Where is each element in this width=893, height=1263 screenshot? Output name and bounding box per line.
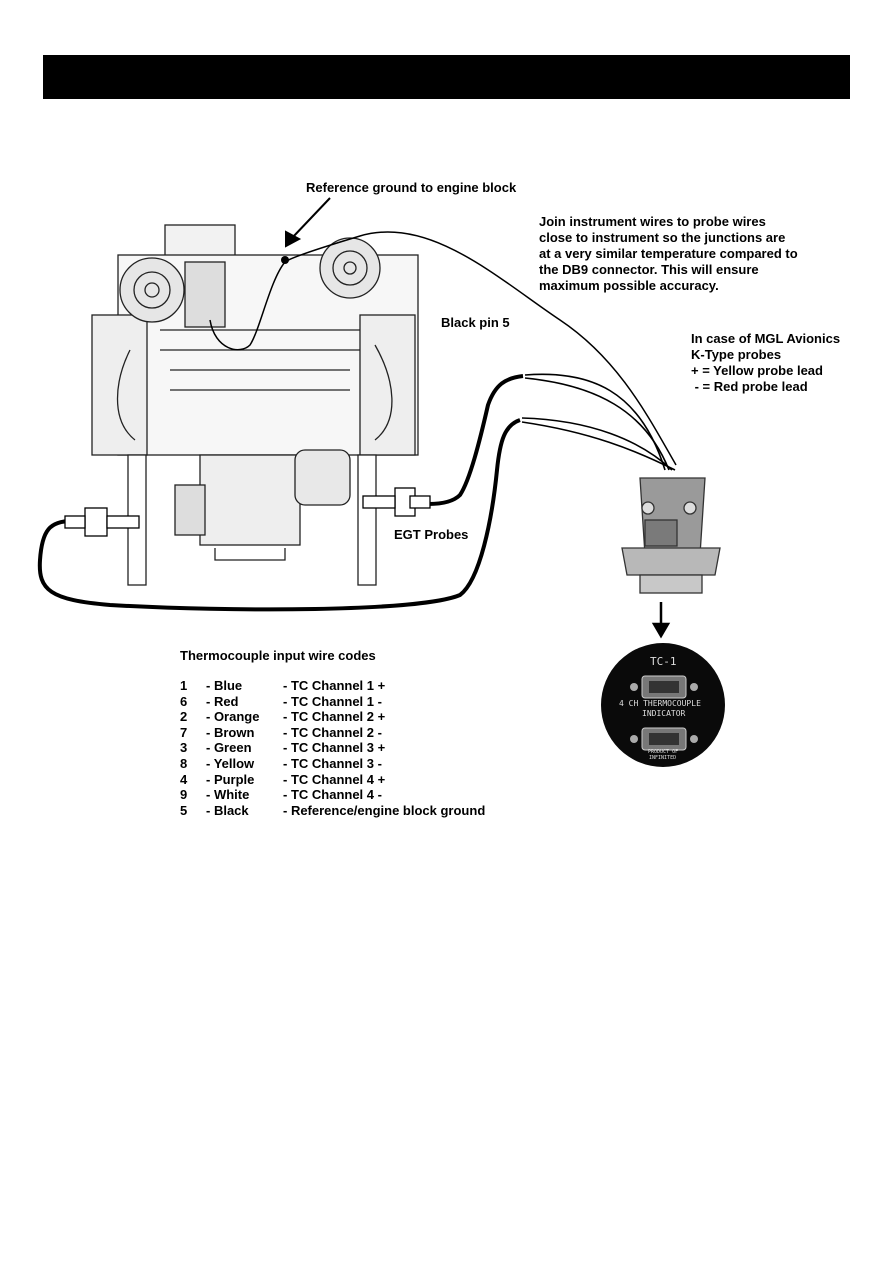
black-pin-label: Black pin 5 [441, 315, 510, 330]
wire-codes-title: Thermocouple input wire codes [180, 648, 376, 663]
instrument-line2: INDICATOR [642, 709, 686, 718]
header-bar [43, 55, 850, 99]
wire-color: - White [206, 787, 250, 803]
mgl-note-line: K-Type probes [691, 347, 782, 362]
tc1-instrument [601, 643, 725, 767]
junction-note-line: maximum possible accuracy. [539, 278, 719, 293]
wire-function: - TC Channel 2 - [283, 724, 382, 740]
wire-color: - Red [206, 693, 239, 709]
mgl-note-line: + = Yellow probe lead [691, 363, 823, 378]
mgl-note-line: - = Red probe lead [691, 379, 808, 394]
wire-color: - Blue [206, 678, 243, 693]
pin-number: 9 [180, 787, 188, 803]
junction-note-line: close to instrument so the junctions are [539, 230, 786, 245]
wire-function: - TC Channel 4 - [283, 787, 382, 803]
ground-wire [209, 231, 677, 466]
pin-number: 4 [180, 771, 188, 787]
reference-ground-label: Reference ground to engine block [306, 180, 517, 195]
wire-color: - Brown [206, 724, 255, 740]
wire-color: - Orange [206, 709, 260, 725]
egt-cables [37, 374, 524, 612]
pin-number: 6 [180, 693, 188, 709]
wire-function: - TC Channel 2 + [283, 709, 386, 725]
junction-note: Join instrument wires to probe wires clo… [539, 214, 798, 294]
probe-wires [521, 373, 676, 471]
wire-function: - TC Channel 1 + [283, 678, 386, 693]
junction-note-line: Join instrument wires to probe wires [539, 214, 766, 229]
wire-color: - Black [206, 802, 249, 818]
engine-illustration [91, 224, 419, 586]
mgl-note-line: In case of MGL Avionics [691, 331, 841, 346]
wire-color: - Purple [206, 771, 255, 787]
wire-color: - Green [206, 740, 252, 756]
mgl-note: In case of MGL Avionics K-Type probes + … [691, 331, 840, 395]
instrument-maker2: INFINITED [649, 755, 677, 761]
instrument-model: TC-1 [650, 655, 677, 668]
wire-function: - TC Channel 3 + [283, 740, 386, 756]
down-arrow [651, 602, 671, 639]
pin-number: 5 [180, 802, 188, 818]
reference-arrow [285, 197, 331, 248]
pin-number: 3 [180, 740, 188, 756]
wire-function: - TC Channel 1 - [283, 693, 382, 709]
pin-number: 2 [180, 709, 188, 725]
instrument-line1: 4 CH THERMOCOUPLE [619, 699, 701, 708]
junction-note-line: the DB9 connector. This will ensure [539, 262, 759, 277]
pin-number: 7 [180, 724, 188, 740]
db9-connector [621, 477, 721, 594]
pin-number: 1 [180, 678, 188, 693]
instrument-maker1: PRODUCT OF [648, 749, 679, 755]
pin-number: 8 [180, 755, 188, 771]
wire-function: - Reference/engine block ground [283, 802, 486, 818]
wire-function: - TC Channel 3 - [283, 755, 382, 771]
egt-probes-label: EGT Probes [394, 527, 469, 542]
wire-function: - TC Channel 4 + [283, 771, 386, 787]
junction-note-line: at a very similar temperature compared t… [539, 246, 798, 261]
wire-color: - Yellow [206, 755, 255, 771]
egt-probe-fittings [64, 487, 431, 537]
ground-point [281, 256, 289, 264]
